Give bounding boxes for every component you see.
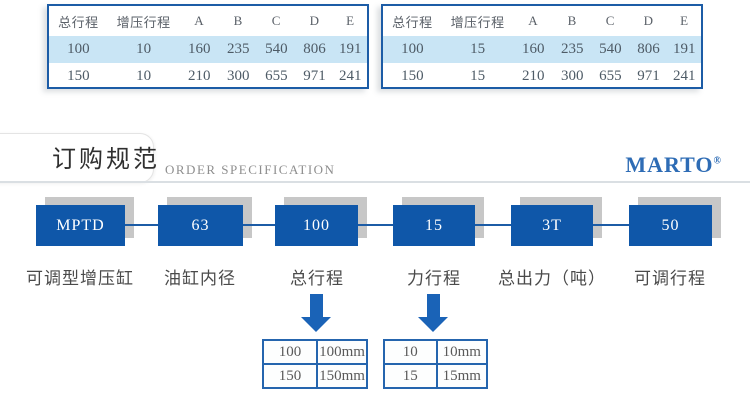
cell: 971 (303, 68, 326, 84)
table-row: 100 100mm (261, 339, 368, 365)
cell: 971 (637, 68, 660, 84)
table-row: 10 10mm (383, 339, 489, 365)
total-stroke-options-table: 100 100mm 150 150mm (261, 339, 368, 389)
cell: 191 (339, 41, 362, 57)
cell: 806 (637, 41, 660, 57)
cell: 150 (67, 68, 90, 84)
table-row: 150 15 210 300 655 971 241 (383, 63, 701, 90)
cell: 655 (265, 68, 288, 84)
cell: 241 (673, 68, 696, 84)
cell: 10 (136, 41, 152, 57)
arrow-head (301, 317, 331, 332)
connector-line (593, 224, 629, 226)
table-row: 100 10 160 235 540 806 191 (49, 36, 367, 63)
code-box-bore: 63 (158, 205, 243, 246)
cell: 191 (673, 41, 696, 57)
code-box-output: 3T (511, 205, 593, 246)
cell: 15 (383, 363, 438, 389)
spec-table-boost-15: 总行程 增压行程 A B C D E 100 15 160 235 540 80… (381, 4, 703, 89)
code-box-total-stroke: 100 (275, 205, 358, 246)
cell: 300 (560, 68, 584, 84)
cell: 540 (599, 41, 622, 57)
connector-line (475, 224, 511, 226)
col-header: E (680, 13, 689, 28)
code-label-bore: 油缸内径 (164, 269, 236, 288)
arrow-stem (426, 294, 440, 317)
code-label-force-stroke: 力行程 (407, 269, 461, 288)
code-box-model: MPTD (36, 205, 125, 246)
code-box-adjustable-stroke: 50 (629, 205, 712, 246)
cell: 241 (339, 68, 362, 84)
table-header-row: 总行程 增压行程 A B C D E (383, 6, 701, 36)
col-header: 总行程 (58, 14, 99, 30)
cell: 15 (470, 41, 486, 57)
cell: 235 (226, 41, 250, 57)
down-arrow-icon (418, 294, 448, 332)
cell: 160 (188, 41, 211, 57)
title-tab-outline (0, 133, 154, 183)
cell: 210 (522, 68, 545, 84)
connector-line (125, 224, 158, 226)
cell: 806 (303, 41, 326, 57)
col-header: B (233, 13, 243, 28)
cell: 100mm (316, 339, 368, 365)
section-title-en: ORDER SPECIFICATION (165, 162, 336, 177)
cell: 10mm (435, 339, 489, 365)
cell: 15mm (435, 363, 489, 389)
code-label-adjustable-stroke: 可调行程 (634, 269, 706, 288)
cell: 300 (226, 68, 250, 84)
col-header: D (309, 13, 320, 28)
connector-line (243, 224, 275, 226)
col-header: E (346, 13, 355, 28)
brand-logo: MARTO® (612, 152, 722, 178)
cell: 150 (261, 363, 319, 389)
col-header: A (194, 13, 205, 28)
cell: 100 (401, 41, 424, 57)
cell: 10 (383, 339, 438, 365)
table-row: 150 10 210 300 655 971 241 (49, 63, 367, 90)
code-label-model: 可调型增压缸 (26, 269, 134, 288)
cell: 150 (401, 68, 424, 84)
col-header: B (567, 13, 577, 28)
spec-table-boost-10: 总行程 增压行程 A B C D E 100 10 160 235 540 80… (47, 4, 369, 89)
col-header: C (271, 13, 281, 28)
registered-mark-icon: ® (713, 155, 722, 167)
table-row: 150 150mm (261, 363, 368, 389)
cell: 100 (67, 41, 90, 57)
cell: 235 (560, 41, 584, 57)
brand-text: MARTO (625, 152, 714, 177)
cell: 150mm (316, 363, 368, 389)
cell: 655 (599, 68, 622, 84)
table-row: 15 15mm (383, 363, 489, 389)
cell: 10 (136, 68, 152, 84)
arrow-head (418, 317, 448, 332)
col-header: 总行程 (392, 14, 433, 30)
down-arrow-icon (301, 294, 331, 332)
col-header: A (528, 13, 539, 28)
cell: 15 (470, 68, 486, 84)
code-label-output: 总出力（吨） (498, 269, 606, 288)
arrow-stem (309, 294, 323, 317)
col-header: 增压行程 (450, 14, 505, 30)
code-label-total-stroke: 总行程 (290, 269, 344, 288)
cell: 540 (265, 41, 288, 57)
section-title-zh: 订购规范 (52, 147, 160, 173)
col-header: 增压行程 (116, 14, 171, 30)
connector-line (358, 224, 393, 226)
cell: 100 (261, 339, 319, 365)
col-header: C (605, 13, 615, 28)
col-header: D (643, 13, 654, 28)
table-row: 100 15 160 235 540 806 191 (383, 36, 701, 63)
cell: 210 (188, 68, 211, 84)
force-stroke-options-table: 10 10mm 15 15mm (383, 339, 489, 389)
table-header-row: 总行程 增压行程 A B C D E (49, 6, 367, 36)
cell: 160 (522, 41, 545, 57)
section-divider (0, 181, 750, 183)
code-box-force-stroke: 15 (393, 205, 475, 246)
